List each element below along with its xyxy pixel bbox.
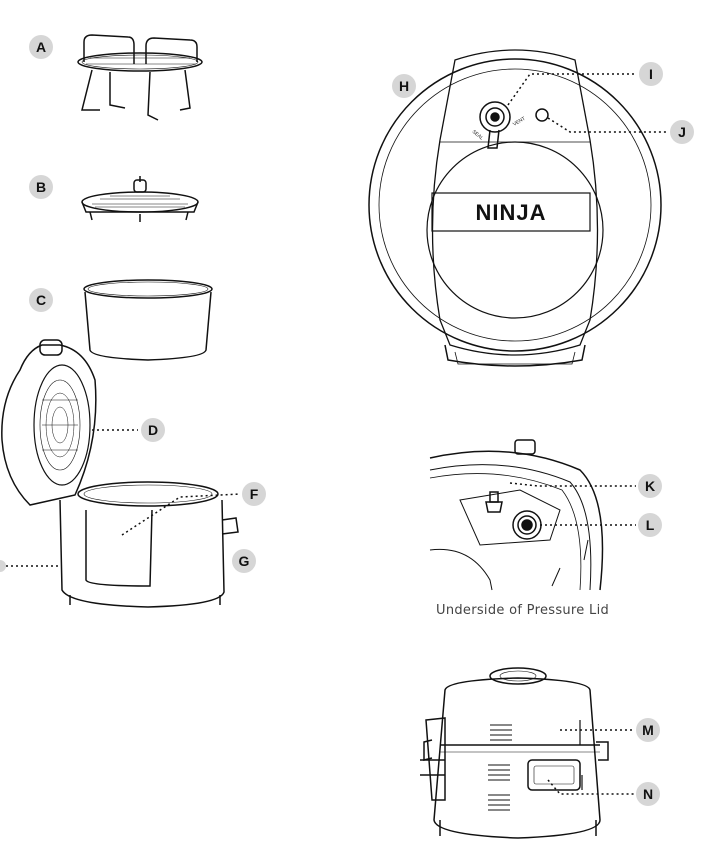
badge-j: J bbox=[670, 120, 694, 144]
underside-caption: Underside of Pressure Lid bbox=[436, 603, 610, 618]
svg-text:C: C bbox=[36, 292, 46, 308]
svg-text:H: H bbox=[399, 78, 409, 94]
badge-d: D bbox=[141, 418, 165, 442]
badge-l: L bbox=[638, 513, 662, 537]
seal-label: SEAL bbox=[471, 129, 485, 142]
unit-back-view bbox=[420, 667, 609, 839]
leader-offscreen bbox=[0, 560, 60, 572]
pressure-release-valve bbox=[479, 101, 511, 149]
badge-c: C bbox=[29, 288, 53, 312]
svg-text:J: J bbox=[678, 124, 686, 140]
svg-text:F: F bbox=[250, 486, 259, 502]
leader-j bbox=[547, 117, 668, 133]
svg-text:A: A bbox=[36, 39, 46, 55]
badge-a: A bbox=[29, 35, 53, 59]
svg-text:M: M bbox=[642, 722, 654, 738]
part-a-reversible-rack bbox=[77, 34, 203, 121]
leader-n bbox=[547, 779, 634, 795]
badge-k: K bbox=[638, 474, 662, 498]
float-valve bbox=[535, 108, 549, 122]
brand-logo: NINJA bbox=[475, 200, 546, 225]
part-b-crisper-plate bbox=[81, 176, 199, 222]
vent-label: VENT bbox=[512, 116, 527, 128]
svg-text:G: G bbox=[239, 553, 250, 569]
svg-text:I: I bbox=[649, 66, 653, 82]
badge-f: F bbox=[242, 482, 266, 506]
base-unit-open-lid bbox=[1, 339, 239, 608]
svg-text:N: N bbox=[643, 786, 653, 802]
svg-text:K: K bbox=[645, 478, 655, 494]
part-c-cooking-pot bbox=[83, 279, 213, 361]
badge-n: N bbox=[636, 782, 660, 806]
badge-h: H bbox=[392, 74, 416, 98]
svg-text:B: B bbox=[36, 179, 46, 195]
badge-m: M bbox=[636, 718, 660, 742]
svg-text:L: L bbox=[646, 517, 655, 533]
badge-g: G bbox=[232, 549, 256, 573]
svg-text:D: D bbox=[148, 422, 158, 438]
badge-i: I bbox=[639, 62, 663, 86]
pressure-lid-underside bbox=[429, 439, 604, 591]
badge-b: B bbox=[29, 175, 53, 199]
part-h-pressure-lid bbox=[368, 49, 662, 367]
